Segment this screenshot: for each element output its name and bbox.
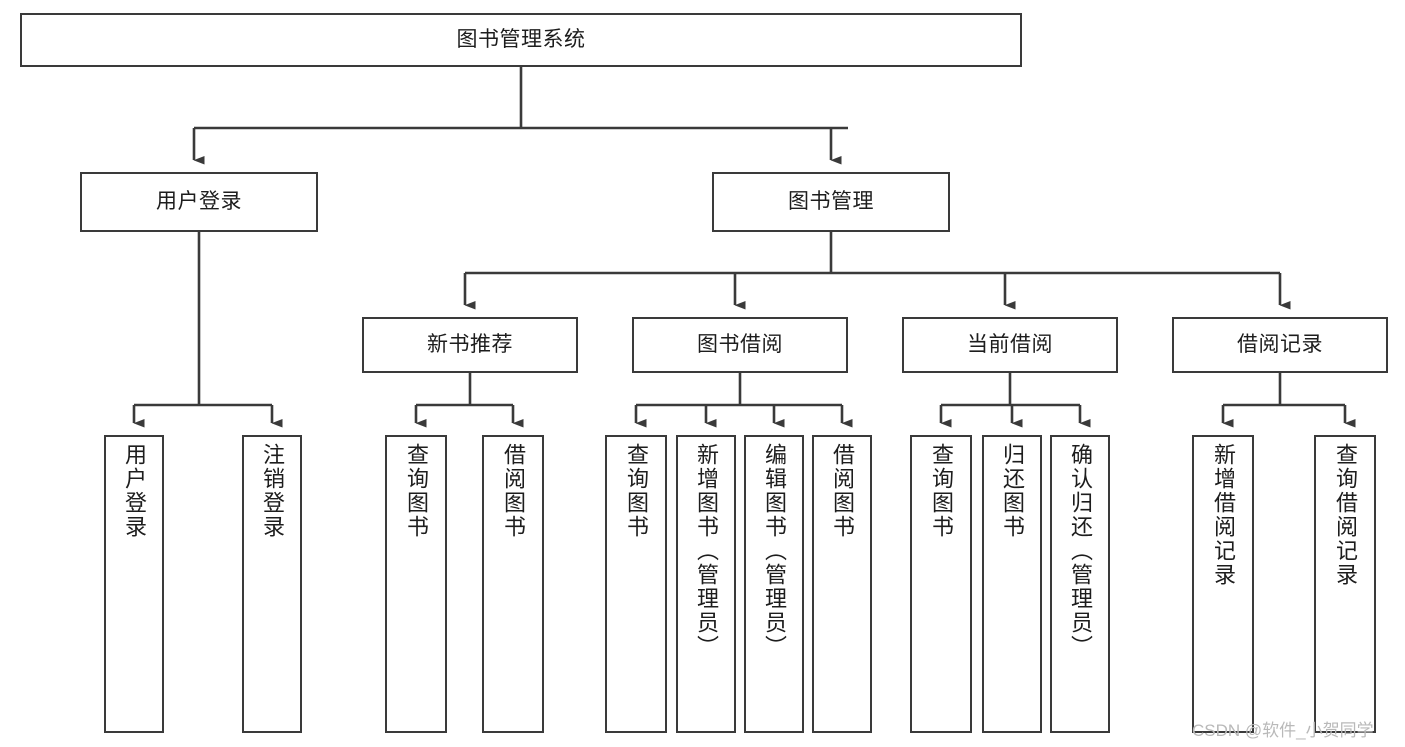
node-book-manage[interactable]: 图书管理 xyxy=(712,172,950,232)
node-label: 用户登录 xyxy=(156,190,242,214)
node-leaf-add-borrow-record[interactable]: 新增借阅记录 xyxy=(1192,435,1254,733)
node-label: 查询图书 xyxy=(404,443,429,539)
node-root-system[interactable]: 图书管理系统 xyxy=(20,13,1022,67)
node-leaf-borrow-book-2[interactable]: 借阅图书 xyxy=(812,435,872,733)
node-label: 当前借阅 xyxy=(967,333,1053,357)
node-user-login[interactable]: 用户登录 xyxy=(80,172,318,232)
node-leaf-confirm-return-admin[interactable]: 确认归还（管理员） xyxy=(1050,435,1110,733)
node-label: 借阅图书 xyxy=(830,443,855,539)
node-leaf-user-login[interactable]: 用户登录 xyxy=(104,435,164,733)
node-label: 查询图书 xyxy=(929,443,954,539)
node-label: 编辑图书（管理员） xyxy=(762,443,787,659)
node-current-borrow[interactable]: 当前借阅 xyxy=(902,317,1118,373)
node-borrow-record[interactable]: 借阅记录 xyxy=(1172,317,1388,373)
node-label: 注销登录 xyxy=(260,443,285,539)
node-label: 借阅记录 xyxy=(1237,333,1323,357)
node-leaf-query-book-3[interactable]: 查询图书 xyxy=(910,435,972,733)
node-label: 新书推荐 xyxy=(427,333,513,357)
node-leaf-borrow-book-1[interactable]: 借阅图书 xyxy=(482,435,544,733)
node-label: 新增借阅记录 xyxy=(1211,443,1236,587)
node-label: 用户登录 xyxy=(122,443,147,539)
node-label: 查询借阅记录 xyxy=(1333,443,1358,587)
node-leaf-add-book-admin[interactable]: 新增图书（管理员） xyxy=(676,435,736,733)
node-label: 借阅图书 xyxy=(501,443,526,539)
node-leaf-return-book[interactable]: 归还图书 xyxy=(982,435,1042,733)
node-new-book-recommend[interactable]: 新书推荐 xyxy=(362,317,578,373)
node-label: 图书管理 xyxy=(788,190,874,214)
node-leaf-logout-login[interactable]: 注销登录 xyxy=(242,435,302,733)
node-label: 新增图书（管理员） xyxy=(694,443,719,659)
node-label: 确认归还（管理员） xyxy=(1068,443,1093,659)
node-leaf-query-book-1[interactable]: 查询图书 xyxy=(385,435,447,733)
node-book-borrow[interactable]: 图书借阅 xyxy=(632,317,848,373)
node-leaf-query-borrow-record[interactable]: 查询借阅记录 xyxy=(1314,435,1376,733)
node-leaf-query-book-2[interactable]: 查询图书 xyxy=(605,435,667,733)
node-label: 图书管理系统 xyxy=(456,28,586,52)
csdn-watermark: CSDN @软件_小贺同学 xyxy=(1192,721,1374,740)
node-label: 图书借阅 xyxy=(697,333,783,357)
node-label: 查询图书 xyxy=(624,443,649,539)
node-label: 归还图书 xyxy=(1000,443,1025,539)
node-leaf-edit-book-admin[interactable]: 编辑图书（管理员） xyxy=(744,435,804,733)
